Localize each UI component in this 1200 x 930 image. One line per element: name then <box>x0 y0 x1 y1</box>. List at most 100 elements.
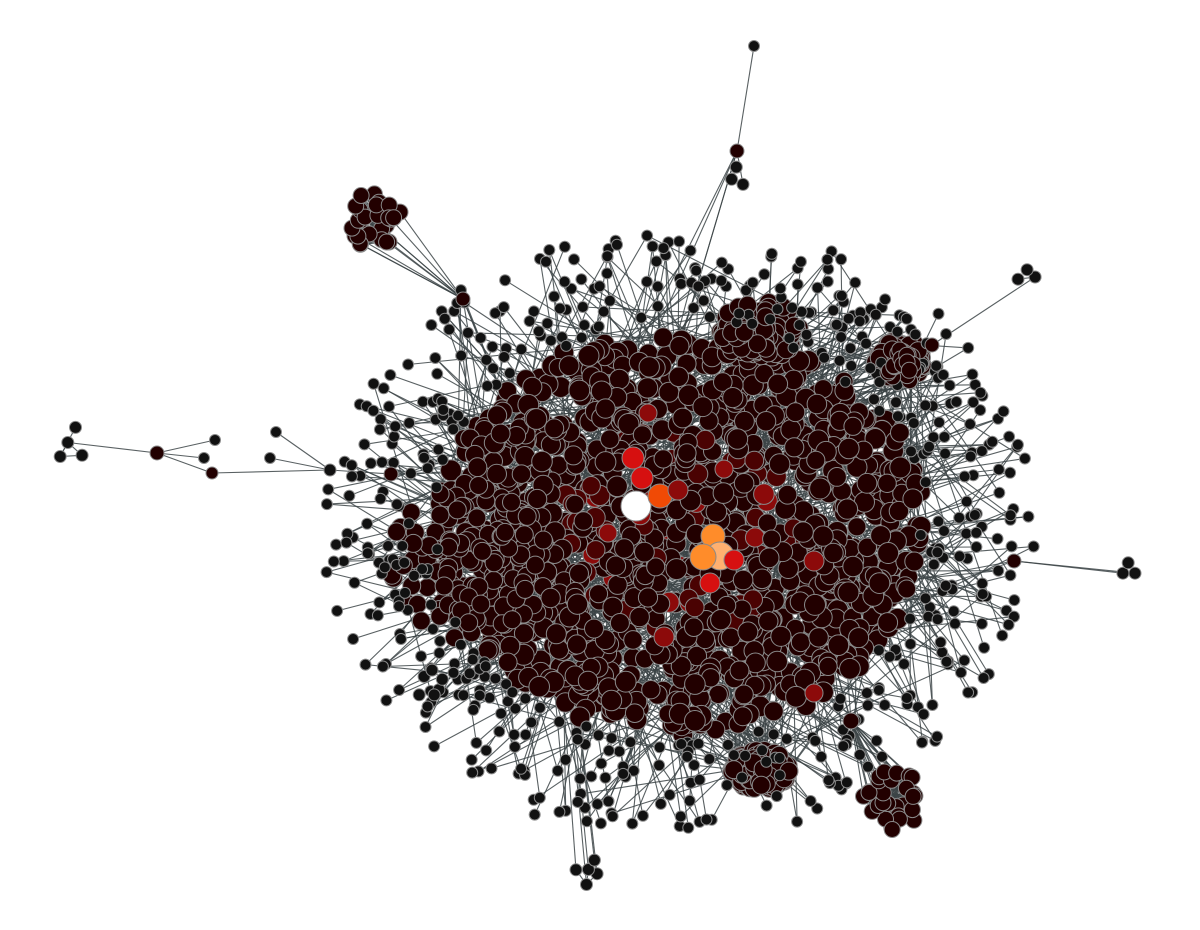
graph-node <box>953 511 966 524</box>
graph-edge <box>67 441 158 454</box>
graph-node <box>705 500 728 523</box>
graph-node <box>733 473 755 494</box>
graph-node <box>495 707 508 720</box>
graph-node <box>835 331 848 344</box>
graph-node <box>673 235 686 248</box>
graph-node <box>682 821 695 834</box>
graph-node <box>541 317 554 330</box>
graph-node <box>402 517 415 530</box>
graph-node <box>421 700 434 713</box>
graph-node <box>686 645 708 667</box>
graph-node <box>459 613 479 633</box>
graph-node <box>641 229 654 242</box>
graph-node <box>933 416 946 429</box>
graph-node <box>426 623 439 636</box>
graph-node <box>577 344 600 367</box>
graph-node <box>684 617 704 638</box>
graph-node <box>975 617 988 630</box>
graph-node <box>996 629 1009 642</box>
graph-node <box>638 403 658 423</box>
graph-node <box>481 380 494 392</box>
graph-node <box>953 550 966 563</box>
graph-node <box>768 453 791 475</box>
graph-node <box>809 734 822 747</box>
graph-node <box>771 303 784 316</box>
graph-node <box>873 404 886 417</box>
graph-node <box>470 736 483 749</box>
graph-node <box>785 685 807 708</box>
graph-node <box>693 773 706 786</box>
graph-node <box>641 680 661 700</box>
graph-node <box>565 494 585 514</box>
graph-node <box>653 759 666 772</box>
graph-node <box>434 576 454 596</box>
graph-node <box>467 457 488 478</box>
graph-node <box>205 466 219 480</box>
graph-node <box>756 744 769 757</box>
graph-node <box>758 547 780 569</box>
graph-node <box>692 396 714 418</box>
graph-node <box>726 428 749 450</box>
graph-node <box>270 426 282 438</box>
graph-node <box>437 403 450 416</box>
graph-node <box>640 275 653 288</box>
graph-node <box>376 456 388 469</box>
graph-node <box>729 143 745 159</box>
graph-node <box>425 598 438 611</box>
graph-node <box>421 462 434 475</box>
graph-node <box>791 278 804 291</box>
graph-node <box>878 699 891 711</box>
graph-node <box>340 536 353 549</box>
graph-node <box>923 440 936 453</box>
graph-node <box>377 382 390 395</box>
graph-node <box>522 376 543 397</box>
graph-node <box>412 688 426 702</box>
graph-node <box>898 658 910 670</box>
graph-node <box>571 733 584 746</box>
graph-node <box>833 354 846 367</box>
graph-node <box>675 277 688 290</box>
graph-node <box>837 581 860 604</box>
graph-node <box>692 280 705 293</box>
graph-node <box>815 750 828 763</box>
graph-node <box>378 233 396 251</box>
graph-node <box>715 256 728 269</box>
graph-node <box>580 720 593 733</box>
graph-node <box>860 687 873 699</box>
graph-node <box>997 405 1010 418</box>
graph-node <box>751 568 773 590</box>
graph-node <box>53 450 67 463</box>
graph-node <box>378 561 391 574</box>
graph-node <box>626 817 639 830</box>
graph-node <box>331 604 344 617</box>
graph-node <box>722 387 744 409</box>
graph-node <box>574 772 587 785</box>
graph-node <box>697 294 710 307</box>
graph-node <box>543 244 556 256</box>
graph-node <box>388 430 401 443</box>
graph-node <box>827 467 847 487</box>
graph-node <box>553 302 566 315</box>
graph-node <box>930 359 943 372</box>
graph-node <box>480 744 493 757</box>
graph-node <box>958 470 971 483</box>
graph-edge <box>269 457 331 471</box>
graph-node <box>967 396 980 409</box>
graph-node <box>364 457 377 470</box>
graph-node <box>868 393 880 406</box>
graph-node <box>830 318 843 331</box>
graph-node <box>608 368 630 390</box>
graph-edge <box>359 243 464 300</box>
graph-node <box>352 187 370 204</box>
graph-node <box>592 729 605 742</box>
graph-node <box>976 588 989 601</box>
graph-node <box>517 506 537 526</box>
graph-node <box>599 771 612 784</box>
graph-node <box>431 543 444 556</box>
graph-node <box>839 375 852 388</box>
graph-node <box>834 692 847 705</box>
graph-node <box>499 274 512 287</box>
graph-node <box>480 353 493 366</box>
graph-node <box>578 319 591 332</box>
graph-node <box>760 799 773 812</box>
